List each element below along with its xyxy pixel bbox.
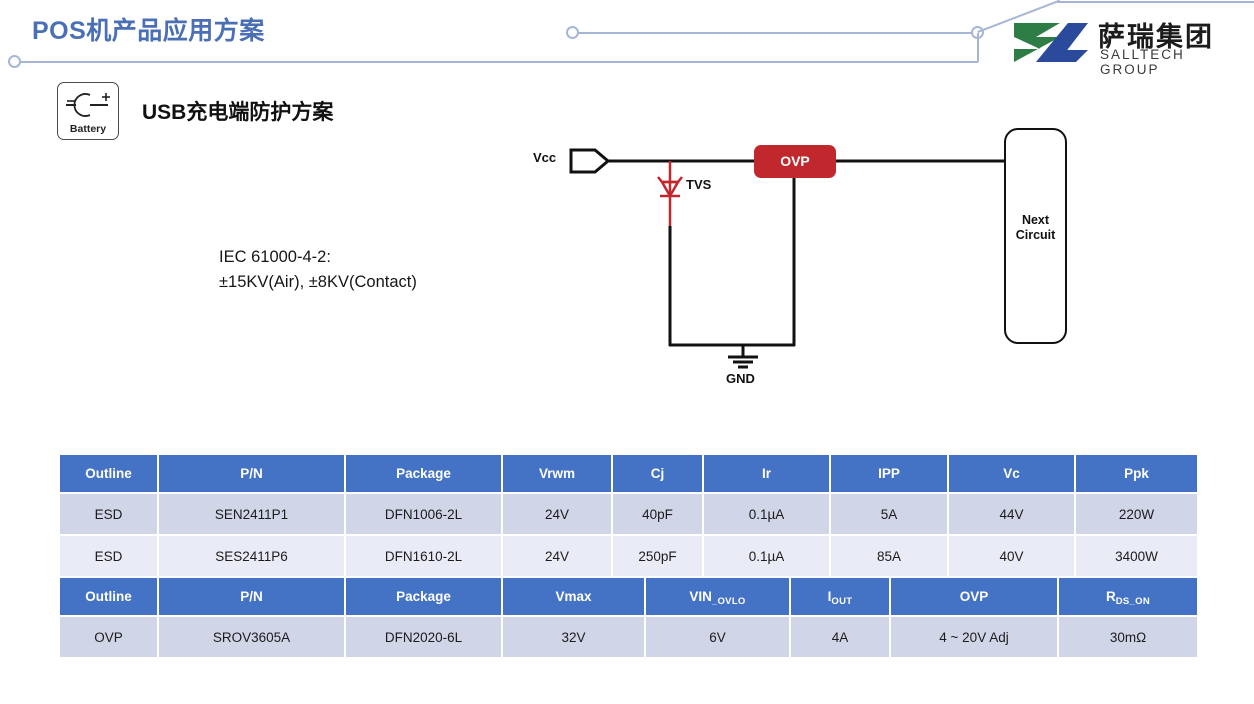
table-header-row: Outline P/N Package Vmax VIN_OVLO IOUT O…: [60, 578, 1197, 617]
cell-package: DFN1610-2L: [345, 535, 503, 578]
col-header-vmax: Vmax: [502, 578, 646, 617]
section-heading-latin: USB: [142, 101, 187, 124]
logo-name-en: SALLTECH GROUP: [1100, 47, 1185, 77]
col-header-rds-on: RDS_ON: [1058, 578, 1197, 617]
cell-vrwm: 24V: [502, 493, 613, 536]
header-deco-connector: [977, 33, 979, 62]
tvs-zener-bar-icon: [657, 176, 683, 184]
col-header-package: Package: [345, 578, 503, 617]
cell-cj: 40pF: [612, 493, 704, 536]
section-heading-cn: 充电端防护方案: [186, 99, 334, 124]
cell-iout: 4A: [790, 616, 891, 659]
page-title: POS机产品应用方案: [32, 17, 265, 45]
table-row: OVP SROV3605A DFN2020-6L 32V 6V 4A 4 ~ 2…: [60, 616, 1197, 659]
col-header-ppk: Ppk: [1075, 455, 1197, 494]
section-heading: USB充电端防护方案: [142, 96, 333, 126]
ovp-spec-table: Outline P/N Package Vmax VIN_OVLO IOUT O…: [60, 578, 1197, 659]
gnd-label: GND: [726, 371, 755, 386]
cell-outline: ESD: [60, 535, 159, 578]
cell-ipp: 85A: [830, 535, 949, 578]
cell-package: DFN2020-6L: [345, 616, 503, 659]
rds-main: R: [1106, 589, 1116, 604]
cell-ovp: 4 ~ 20V Adj: [890, 616, 1059, 659]
col-header-cj: Cj: [612, 455, 704, 494]
col-header-vin-ovlo: VIN_OVLO: [645, 578, 791, 617]
col-header-ir: Ir: [703, 455, 831, 494]
ovp-block: OVP: [754, 145, 836, 178]
col-header-iout: IOUT: [790, 578, 891, 617]
iout-main: I: [827, 589, 832, 604]
tvs-diode-icon: [659, 180, 681, 199]
col-header-outline: Outline: [60, 578, 159, 617]
col-header-pn: P/N: [158, 455, 346, 494]
cell-pn: SROV3605A: [158, 616, 346, 659]
iec-note-line1: IEC 61000-4-2:: [219, 248, 331, 266]
next-circuit-label: Next Circuit: [1015, 213, 1056, 242]
cell-ppk: 220W: [1075, 493, 1197, 536]
battery-symbol-icon: [66, 93, 110, 117]
battery-label: Battery: [69, 123, 107, 135]
next-circuit-block: Next Circuit: [1004, 128, 1067, 344]
col-header-ovp: OVP: [890, 578, 1059, 617]
vcc-label: Vcc: [533, 150, 557, 165]
cell-vc: 40V: [948, 535, 1076, 578]
cell-vin-ovlo: 6V: [645, 616, 791, 659]
vin-main: VIN: [689, 589, 712, 604]
header-deco-line-upper: [578, 32, 978, 34]
col-header-pn: P/N: [158, 578, 346, 617]
cell-vmax: 32V: [502, 616, 646, 659]
cell-ir: 0.1µA: [703, 535, 831, 578]
iec-note-line2: ±15KV(Air), ±8KV(Contact): [219, 273, 417, 291]
table-row: ESD SES2411P6 DFN1610-2L 24V 250pF 0.1µA…: [60, 535, 1197, 578]
header-deco-line-lower: [18, 61, 978, 63]
cell-ppk: 3400W: [1075, 535, 1197, 578]
header-deco-circle-left: [8, 55, 21, 68]
vin-sub: _OVLO: [711, 596, 746, 607]
cell-outline: ESD: [60, 493, 159, 536]
vcc-connector-icon: [569, 148, 611, 174]
tvs-label: TVS: [686, 177, 712, 192]
table-header-row: Outline P/N Package Vrwm Cj Ir IPP Vc Pp…: [60, 455, 1197, 494]
col-header-package: Package: [345, 455, 503, 494]
cell-pn: SES2411P6: [158, 535, 346, 578]
col-header-ipp: IPP: [830, 455, 949, 494]
logo-name-cn: 萨瑞集团: [1098, 22, 1214, 53]
esd-spec-table: Outline P/N Package Vrwm Cj Ir IPP Vc Pp…: [60, 455, 1197, 578]
col-header-outline: Outline: [60, 455, 159, 494]
cell-vrwm: 24V: [502, 535, 613, 578]
rds-sub: DS_ON: [1115, 596, 1150, 607]
cell-ir: 0.1µA: [703, 493, 831, 536]
header-deco-line-top: [1057, 1, 1254, 3]
cell-cj: 250pF: [612, 535, 704, 578]
company-logo: 萨瑞集团 SALLTECH GROUP: [1010, 17, 1246, 77]
col-header-vrwm: Vrwm: [502, 455, 613, 494]
cell-package: DFN1006-2L: [345, 493, 503, 536]
cell-pn: SEN2411P1: [158, 493, 346, 536]
table-row: ESD SEN2411P1 DFN1006-2L 24V 40pF 0.1µA …: [60, 493, 1197, 536]
battery-badge: Battery: [57, 82, 119, 140]
ovp-block-label: OVP: [780, 153, 810, 169]
cell-ipp: 5A: [830, 493, 949, 536]
iout-sub: OUT: [831, 596, 853, 607]
cell-rds-on: 30mΩ: [1058, 616, 1197, 659]
salltech-mark-icon: [1014, 23, 1088, 62]
iec-standard-note: IEC 61000-4-2: ±15KV(Air), ±8KV(Contact): [219, 245, 417, 295]
cell-vc: 44V: [948, 493, 1076, 536]
cell-outline: OVP: [60, 616, 159, 659]
col-header-vc: Vc: [948, 455, 1076, 494]
